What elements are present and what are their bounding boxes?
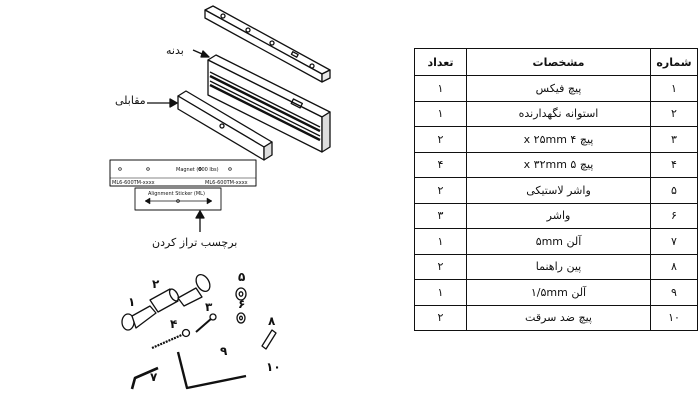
part-number-6: ۶ <box>238 297 245 311</box>
cell-quantity: ۴ <box>414 151 467 178</box>
leveling-sticker <box>109 159 257 211</box>
cell-quantity: ۱ <box>414 279 467 306</box>
cell-quantity: ۲ <box>414 253 467 280</box>
allen-key-5mm-part <box>130 366 159 390</box>
header-number: شماره <box>650 48 698 76</box>
cell-quantity: ۱ <box>414 75 467 102</box>
part-number-7: ۷ <box>150 370 158 384</box>
cell-number: ۴ <box>650 151 698 178</box>
armature-plate <box>177 90 273 161</box>
screw-5x32-part <box>151 328 191 350</box>
part-number-3: ۳ <box>205 300 213 314</box>
cell-number: ۱ <box>650 75 698 102</box>
cell-quantity: ۲ <box>414 304 467 331</box>
cell-specification: پین راهنما <box>466 253 651 280</box>
fix-screw-part <box>121 305 157 331</box>
bolt-part <box>177 273 211 307</box>
sticker-left-code: ML6-600TM-xxxx <box>112 180 155 186</box>
leveling-sticker-label: برچسب تراز کردن <box>152 236 237 249</box>
cell-number: ۸ <box>650 253 698 280</box>
cell-number: ۳ <box>650 126 698 153</box>
sticker-alignment-text: Alignment Sticker (ML) <box>148 191 205 197</box>
rubber-washer-part <box>235 287 247 301</box>
part-number-5: ۵ <box>238 270 245 284</box>
cell-number: ۷ <box>650 228 698 255</box>
cell-quantity: ۱ <box>414 228 467 255</box>
holder-cylinder-part <box>149 288 180 313</box>
part-number-1: ۱ <box>128 295 135 309</box>
cell-number: ۱۰ <box>650 304 698 331</box>
cell-specification: آلن ۱/۵mm <box>466 279 651 306</box>
washer-part <box>236 312 246 324</box>
part-number-2: ۲ <box>152 277 160 291</box>
counterpart-label: مقابلی <box>115 94 146 107</box>
part-number-10: ۱۰ <box>266 360 281 374</box>
cell-quantity: ۲ <box>414 126 467 153</box>
cell-specification: واشر لاستیکی <box>466 177 651 204</box>
header-quantity: تعداد <box>414 48 467 76</box>
cell-quantity: ۲ <box>414 177 467 204</box>
cell-number: ۹ <box>650 279 698 306</box>
allen-key-1_5mm-part <box>176 351 247 390</box>
part-number-4: ۴ <box>170 317 177 331</box>
body-label: بدنه <box>166 44 184 57</box>
mounting-bracket <box>204 5 331 83</box>
cell-number: ۵ <box>650 177 698 204</box>
cell-specification: پیچ ۵ x ۳۲mm <box>466 151 651 178</box>
header-specification: مشخصات <box>466 48 651 76</box>
parts-diagram: بدنه مقابلی برچسب تراز کردن Magnet (600 … <box>109 5 331 390</box>
cell-specification: استوانه نگهدارنده <box>466 100 651 127</box>
guide-pin-part <box>261 329 277 350</box>
screw-4x25-part <box>195 313 217 333</box>
cell-specification: پیچ ضد سرقت <box>466 304 651 331</box>
cell-quantity: ۱ <box>414 100 467 127</box>
cell-specification: پیچ فیکس <box>466 75 651 102</box>
part-number-8: ۸ <box>268 314 276 328</box>
cell-specification: آلن ۵mm <box>466 228 651 255</box>
cell-specification: پیچ ۴ x ۲۵mm <box>466 126 651 153</box>
cell-specification: واشر <box>466 202 651 229</box>
cell-number: ۶ <box>650 202 698 229</box>
sticker-right-code: ML6-600TM-xxxx <box>205 180 248 186</box>
cell-number: ۲ <box>650 100 698 127</box>
magnet-body <box>207 54 331 153</box>
cell-quantity: ۳ <box>414 202 467 229</box>
sticker-magnet-text: Magnet (600 lbs) <box>176 167 219 173</box>
table-header-row: شماره مشخصات تعداد <box>414 48 698 76</box>
part-number-9: ۹ <box>220 344 228 358</box>
